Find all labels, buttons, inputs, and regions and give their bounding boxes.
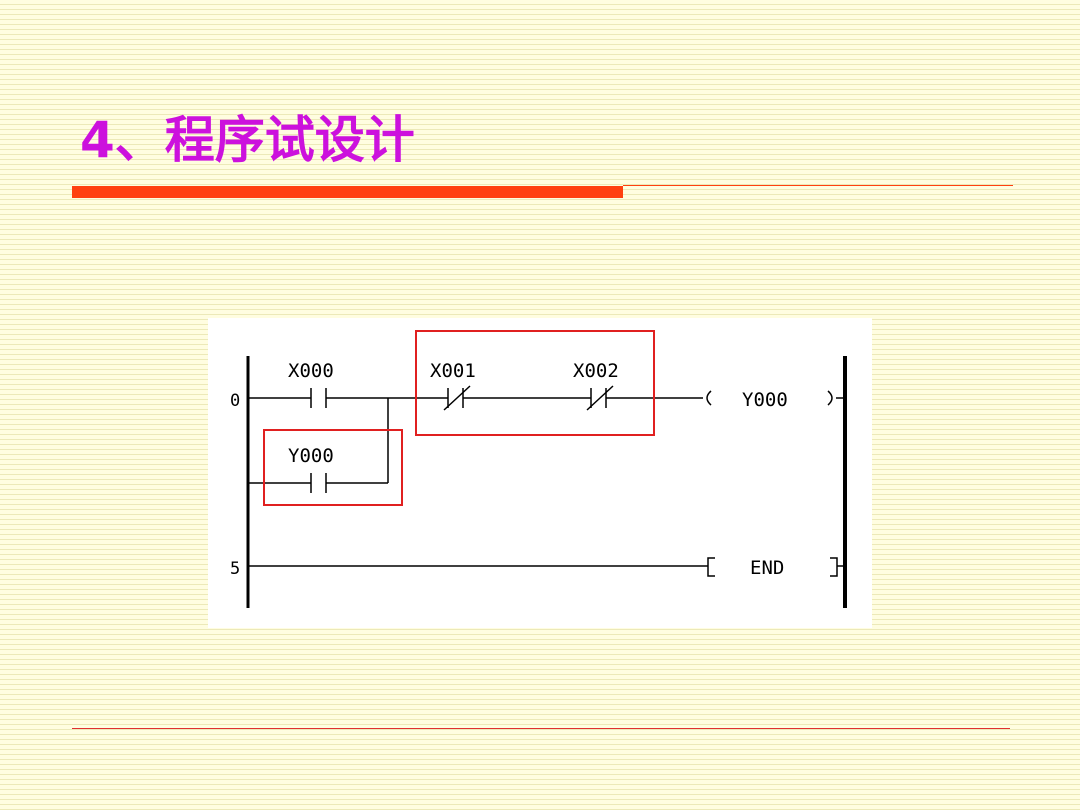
ladder-diagram-svg: 0 X000 X001 X002 Y000 xyxy=(230,330,847,608)
rung-5-step-number: 5 xyxy=(230,559,240,579)
highlight-box-self-hold xyxy=(263,429,403,506)
coil-label-y000: Y000 xyxy=(742,389,788,411)
highlight-box-nc-contacts xyxy=(415,330,655,436)
contact-x002: X002 xyxy=(573,360,619,411)
contact-label-y000-branch: Y000 xyxy=(288,445,334,467)
slide-title: 4、程序试设计 xyxy=(80,111,415,169)
end-instruction: END xyxy=(707,557,845,579)
contact-label-x000: X000 xyxy=(288,360,334,382)
footer-rule xyxy=(72,728,1010,729)
end-instruction-label: END xyxy=(750,557,784,579)
contact-x000: X000 xyxy=(288,360,334,408)
title-underline-thin xyxy=(623,185,1013,186)
contact-x001: X001 xyxy=(430,360,476,411)
title-underline-thick xyxy=(72,186,623,198)
parallel-branch-y000: Y000 xyxy=(248,398,389,493)
contact-label-x001: X001 xyxy=(430,360,476,382)
ladder-diagram: 0 X000 X001 X002 Y000 xyxy=(208,318,872,628)
rung-0-step-number: 0 xyxy=(230,391,240,411)
output-coil-y000: Y000 xyxy=(706,389,845,411)
contact-label-x002: X002 xyxy=(573,360,619,382)
